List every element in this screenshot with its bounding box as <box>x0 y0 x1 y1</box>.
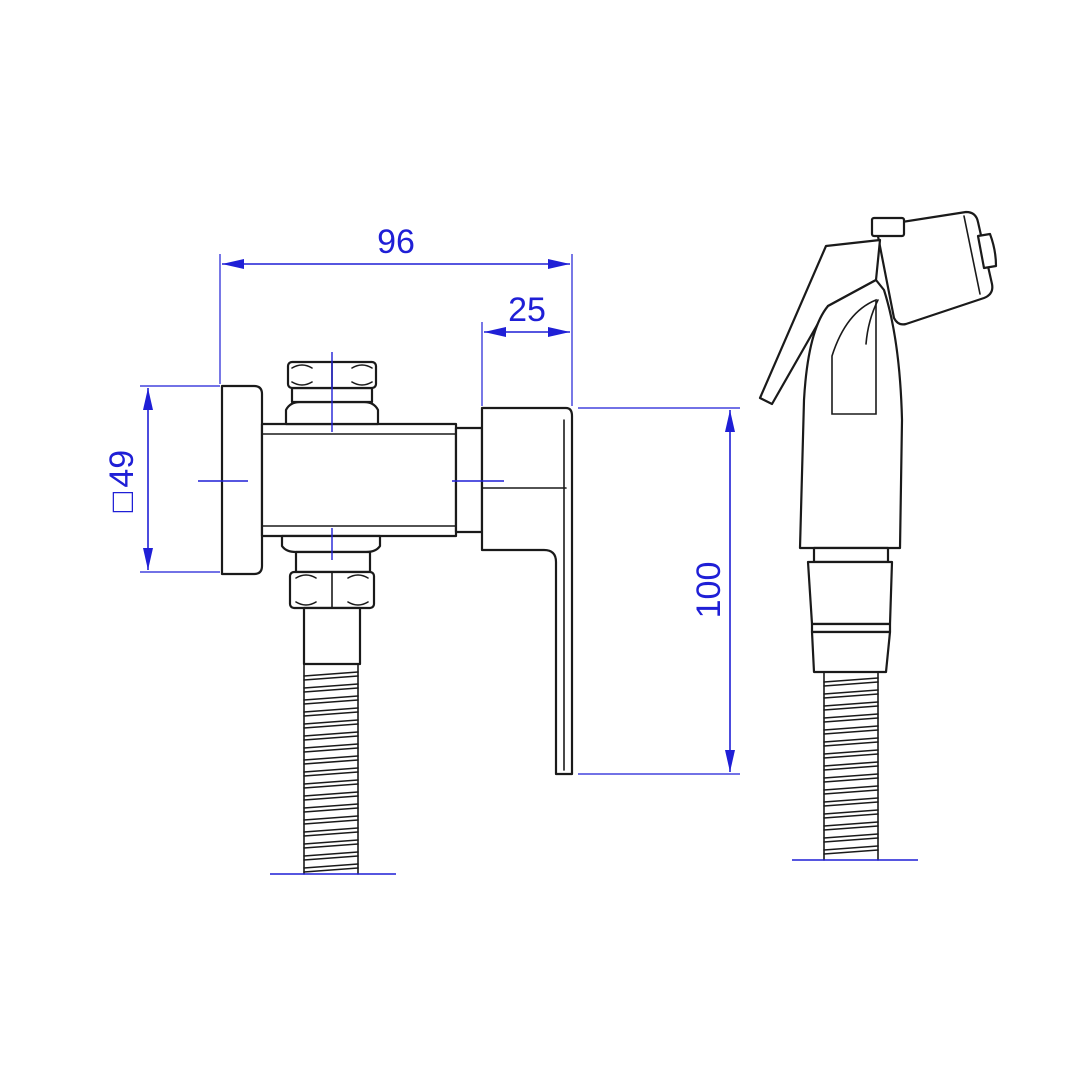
hose-ridge <box>303 779 359 789</box>
hose-ridge <box>303 731 359 741</box>
svg-text:□49: □ 49 <box>103 450 141 512</box>
hose-ridge <box>823 833 879 843</box>
hose-ridge <box>303 719 359 729</box>
hose-ridge <box>303 863 359 873</box>
hose-ridge <box>303 683 359 693</box>
hose-ridge <box>823 701 879 711</box>
square-symbol: □ <box>103 491 141 512</box>
lever-handle <box>480 406 574 776</box>
hose-ridge <box>303 767 359 777</box>
left-hose <box>303 663 359 875</box>
hose-ridge <box>823 773 879 783</box>
hose-ridge <box>823 677 879 687</box>
sprayer-head <box>874 210 994 326</box>
hose-ridge <box>823 785 879 795</box>
valve-neck <box>454 426 484 534</box>
hose-ridge <box>823 749 879 759</box>
hose-ridge <box>303 851 359 861</box>
sprayer-connector <box>806 546 894 674</box>
hose-ridge <box>823 725 879 735</box>
hose-ridge <box>823 737 879 747</box>
wall-plate <box>220 384 264 576</box>
hose-ferrule <box>302 606 362 666</box>
hose-ridge <box>823 713 879 723</box>
dimension-overall-depth: 96 <box>219 223 573 406</box>
hose-ridge <box>823 809 879 819</box>
hose-ridge <box>303 707 359 717</box>
right-hose <box>823 671 879 861</box>
hose-ridge <box>823 821 879 831</box>
hose-ridge <box>823 797 879 807</box>
hose-ridge <box>303 803 359 813</box>
bottom-nut <box>280 534 382 610</box>
dimension-96-label: 96 <box>377 223 415 261</box>
hose-ridge <box>823 845 879 855</box>
dimension-handle-depth: 25 <box>481 291 570 406</box>
hose-ridge <box>823 761 879 771</box>
hose-ridge <box>303 755 359 765</box>
dimension-handle-length: 100 <box>578 407 740 775</box>
hose-ridge <box>303 839 359 849</box>
hose-ridge <box>303 815 359 825</box>
hose-ridge <box>303 671 359 681</box>
dimension-100-label: 100 <box>690 562 728 619</box>
hose-ridge <box>303 791 359 801</box>
hose-ridge <box>303 695 359 705</box>
hand-sprayer <box>758 210 998 861</box>
valve-body <box>260 422 458 538</box>
dimension-plate-size: □ 49 <box>103 385 220 573</box>
valve-assembly <box>198 352 574 875</box>
hose-ridge <box>823 689 879 699</box>
dimension-49-label: 49 <box>103 450 141 488</box>
hose-ridge <box>303 743 359 753</box>
hose-ridge <box>303 827 359 837</box>
dimension-25-label: 25 <box>508 291 546 329</box>
